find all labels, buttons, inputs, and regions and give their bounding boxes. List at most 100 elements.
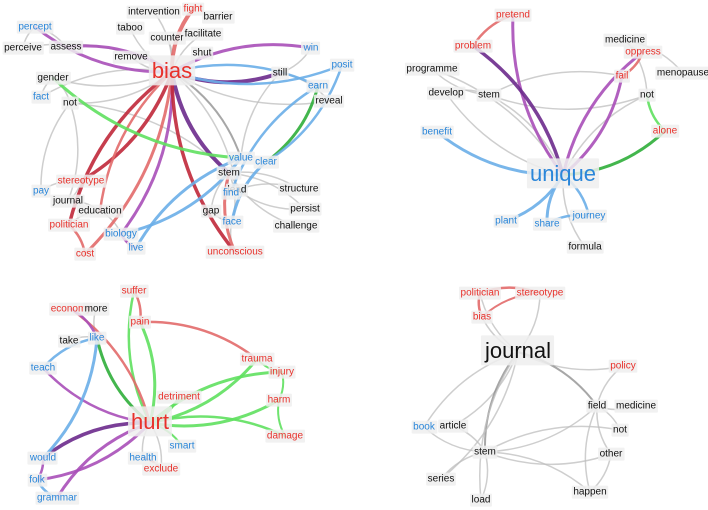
node-label-bg xyxy=(570,209,607,223)
node-stem: stem xyxy=(472,445,498,459)
node-label: stem xyxy=(218,168,240,179)
node-label-bg xyxy=(191,46,214,60)
node-label: win xyxy=(302,43,318,54)
node-label-bg xyxy=(2,41,44,55)
node-percept: percept xyxy=(16,20,54,34)
node-perceive: perceive xyxy=(2,41,44,55)
node-label-bg xyxy=(126,241,146,255)
node-journal: journal xyxy=(50,194,85,208)
node-suffer: suffer xyxy=(120,284,149,298)
node-not: not xyxy=(61,96,79,110)
node-label: challenge xyxy=(275,221,318,232)
node-formula: formula xyxy=(566,240,604,254)
edge-unique-problem xyxy=(471,44,565,177)
edge-journal-series xyxy=(440,351,519,480)
node-facilitate: facilitate xyxy=(183,27,224,41)
node-more: more xyxy=(83,302,110,316)
node-counter: counter xyxy=(148,31,186,45)
node-label-bg xyxy=(56,174,107,188)
node-label: programme xyxy=(406,64,458,75)
node-label: other xyxy=(600,449,623,460)
node-label-bg xyxy=(182,2,205,16)
node-label: find xyxy=(223,188,239,199)
node-label-bg xyxy=(470,493,492,507)
node-label: share xyxy=(534,219,559,230)
edge-stem-field xyxy=(484,405,598,453)
node-shut: shut xyxy=(191,46,214,60)
node-plant: plant xyxy=(493,214,519,228)
node-politician: politician xyxy=(48,218,90,232)
node-label: happen xyxy=(573,487,606,498)
node-label-bg xyxy=(76,204,124,218)
edge-not-journal xyxy=(67,102,79,202)
node-label: unique xyxy=(530,161,596,186)
node-label: bias xyxy=(152,58,192,83)
edge-gender-value xyxy=(51,76,243,160)
node-label-bg xyxy=(638,88,656,102)
node-label-bg xyxy=(603,33,647,47)
node-clear: clear xyxy=(253,155,280,169)
node-label-bg xyxy=(426,472,456,486)
node-label: earn xyxy=(308,81,328,92)
node-label-bg xyxy=(420,125,454,139)
node-stem: stem xyxy=(216,166,242,180)
node-label-bg xyxy=(480,335,555,366)
node-happen: happen xyxy=(571,485,609,499)
node-label-bg xyxy=(278,182,321,196)
node-label: like xyxy=(89,333,104,344)
node-label-bg xyxy=(202,10,235,24)
node-label-bg xyxy=(253,155,280,169)
node-smart: smart xyxy=(168,439,197,453)
edge-still-value xyxy=(240,72,281,159)
node-label: benefit xyxy=(422,127,452,138)
node-gender: gender xyxy=(35,71,71,85)
node-alone: alone xyxy=(651,124,680,138)
node-label-bg xyxy=(29,361,57,375)
node-label-bg xyxy=(611,423,629,437)
node-label-bg xyxy=(112,50,150,64)
node-label-bg xyxy=(74,247,96,261)
node-label: stereotype xyxy=(58,176,105,187)
node-pretend: pretend xyxy=(494,8,532,22)
node-gap: gap xyxy=(201,204,222,218)
node-load: load xyxy=(470,493,492,507)
node-label-bg xyxy=(300,41,321,55)
edge-unique-pretend xyxy=(511,13,565,177)
node-label: develop xyxy=(428,88,463,99)
node-label: bias xyxy=(473,312,491,323)
node-label: formula xyxy=(568,242,602,253)
node-label-bg xyxy=(16,20,54,34)
node-policy: policy xyxy=(608,359,638,373)
node-label-bg xyxy=(623,45,663,59)
node-label: fact xyxy=(33,92,49,103)
node-label: perceive xyxy=(4,43,42,54)
node-label: journey xyxy=(572,211,606,222)
node-menopause: menopause xyxy=(655,66,708,80)
node-benefit: benefit xyxy=(420,125,454,139)
node-label: reveal xyxy=(315,96,342,107)
node-intervention: intervention xyxy=(126,5,182,19)
node-label-bg xyxy=(148,31,186,45)
node-problem: problem xyxy=(453,39,493,53)
node-label: percept xyxy=(18,22,52,33)
node-label: assess xyxy=(50,42,81,53)
node-label-bg xyxy=(115,21,145,35)
node-label: not xyxy=(613,425,627,436)
node-label-bg xyxy=(404,62,460,76)
node-fight: fight xyxy=(182,2,205,16)
node-label-bg xyxy=(608,359,638,373)
node-label-bg xyxy=(313,94,345,108)
node-label-bg xyxy=(27,473,48,487)
node-label: medicine xyxy=(616,401,656,412)
node-label: intervention xyxy=(128,7,180,18)
node-label: article xyxy=(440,421,467,432)
edge-stem-not xyxy=(488,94,648,110)
node-exclude: exclude xyxy=(142,462,181,476)
node-economy: economy xyxy=(49,302,93,316)
edge-layer xyxy=(22,7,684,501)
node-label: structure xyxy=(280,184,319,195)
node-taboo: taboo xyxy=(115,21,145,35)
node-structure: structure xyxy=(278,182,321,196)
node-still: still xyxy=(271,66,289,80)
